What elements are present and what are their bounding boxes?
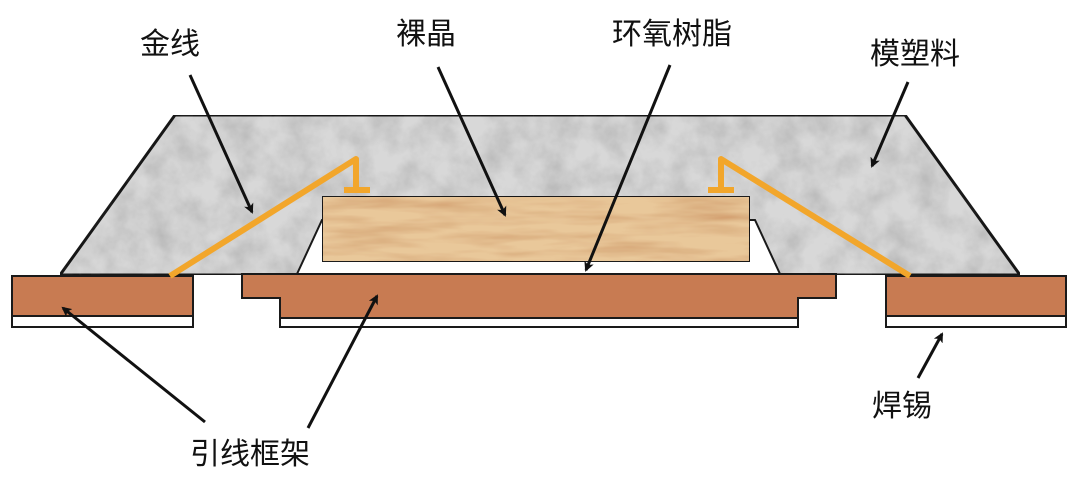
arrow-die (436, 66, 507, 217)
arrow-solder (916, 332, 944, 379)
left-gold-wire (168, 156, 359, 279)
arrow-lead-frame-left (61, 306, 206, 424)
label-mold-compound: 模塑料 (870, 37, 960, 72)
arrow-lead-frame-center (306, 294, 379, 429)
gold-wires (168, 156, 912, 279)
label-solder: 焊锡 (872, 389, 932, 424)
label-die: 裸晶 (396, 17, 456, 52)
right-gold-wire (718, 156, 912, 279)
label-gold-wire: 金线 (140, 27, 200, 62)
arrow-gold-wire (188, 74, 254, 214)
label-lead-frame: 引线框架 (190, 437, 310, 472)
arrow-mold (870, 81, 910, 168)
right-lead (885, 275, 1067, 317)
right-gap (836, 276, 886, 302)
die-paddle (241, 273, 837, 319)
label-epoxy: 环氧树脂 (612, 17, 732, 52)
arrow-epoxy (584, 64, 672, 272)
die (321, 195, 751, 263)
left-gap (192, 276, 242, 302)
left-lead (11, 275, 194, 317)
